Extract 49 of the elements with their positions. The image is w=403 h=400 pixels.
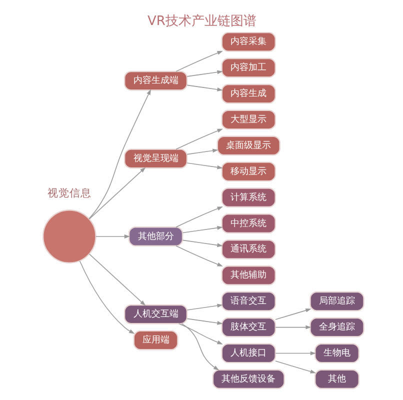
arrow	[186, 318, 222, 325]
arrow	[180, 323, 219, 370]
arrow	[186, 148, 218, 155]
node-box: 其他部分	[128, 226, 183, 246]
node-box: 内容生成	[220, 84, 276, 104]
node-box: 大型显示	[220, 110, 276, 130]
node-box: 桌面级显示	[216, 136, 280, 156]
arrow	[186, 70, 222, 77]
arrow	[186, 304, 222, 310]
arrow	[175, 206, 222, 228]
arrow	[182, 240, 222, 248]
arrow	[88, 89, 150, 220]
node-box: 其他	[314, 369, 359, 390]
node-circle	[42, 210, 96, 264]
node-box: 局部追踪	[309, 291, 364, 312]
arrow	[175, 245, 222, 266]
arrow	[88, 167, 146, 220]
node-box: 其他反馈设备	[212, 369, 284, 390]
arrow	[274, 360, 316, 374]
node-box: 视觉呈现端	[123, 148, 188, 169]
node-box: 全身追踪	[309, 317, 364, 338]
node-box: 人机交互端	[123, 304, 188, 324]
arrow	[78, 260, 134, 334]
node-box: 内容生成端	[123, 70, 188, 91]
arrow	[182, 226, 222, 234]
arrow	[186, 162, 222, 170]
node-box: 中控系统	[220, 214, 276, 234]
node-box: 应用端	[132, 330, 178, 350]
node-box: 人机接口	[220, 343, 276, 364]
node-box: 生物电	[314, 343, 359, 364]
arrow	[274, 308, 311, 320]
arrow	[178, 323, 222, 344]
node-box: 内容加工	[220, 58, 276, 78]
node-box: 肢体交互	[220, 317, 276, 338]
node-box: 通讯系统	[220, 240, 276, 260]
arrow	[175, 50, 222, 72]
arrow	[186, 84, 222, 92]
arrow	[95, 234, 130, 238]
arrow	[175, 128, 222, 150]
node-box: 内容采集	[220, 32, 276, 52]
node-box: 移动显示	[220, 162, 276, 182]
arrow	[274, 351, 316, 356]
node-box: 计算系统	[220, 188, 276, 208]
arrow	[88, 254, 146, 306]
label: 视觉信息	[46, 187, 91, 200]
diagram-title: VR技术产业链图谱	[147, 14, 256, 30]
node-box: 语音交互	[220, 291, 276, 312]
arrow	[274, 325, 311, 330]
node-box: 其他辅助	[220, 265, 276, 286]
